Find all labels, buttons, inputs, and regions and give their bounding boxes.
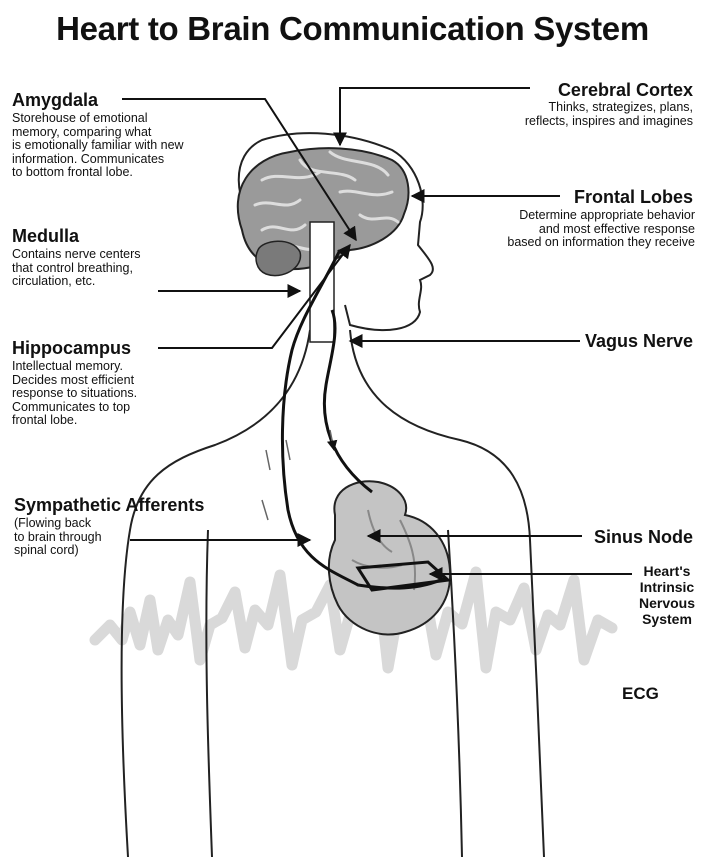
ecg-label: ECG: [622, 684, 659, 704]
afferent-flow-marks: [262, 430, 334, 520]
medulla-description: Contains nerve centers that control brea…: [12, 248, 141, 289]
amygdala-label: Amygdala: [12, 90, 98, 110]
vagus-nerve-label: Vagus Nerve: [585, 331, 693, 351]
amygdala-description: Storehouse of emotional memory, comparin…: [12, 112, 184, 180]
sympathetic-afferents-description: (Flowing back to brain through spinal co…: [14, 517, 102, 558]
medulla-label: Medulla: [12, 226, 79, 246]
sinus-node-label: Sinus Node: [594, 527, 693, 547]
frontal-lobes-label: Frontal Lobes: [574, 187, 693, 207]
cerebellum-shape: [256, 241, 300, 275]
cerebral-cortex-description: Thinks, strategizes, plans, reflects, in…: [525, 101, 693, 128]
hippocampus-label: Hippocampus: [12, 338, 131, 358]
left-arm-line: [206, 530, 212, 857]
frontal-lobes-description: Determine appropriate behavior and most …: [507, 209, 695, 250]
cerebral-cortex-label: Cerebral Cortex: [558, 80, 693, 100]
diagram-title: Heart to Brain Communication System: [0, 10, 705, 48]
sympathetic-afferents-label: Sympathetic Afferents: [14, 495, 204, 515]
heart-shape: [329, 481, 450, 634]
hippocampus-description: Intellectual memory. Decides most effici…: [12, 360, 137, 428]
cerebral-cortex-pointer: [340, 88, 530, 145]
intrinsic-nervous-system-label: Heart's Intrinsic Nervous System: [632, 563, 702, 627]
